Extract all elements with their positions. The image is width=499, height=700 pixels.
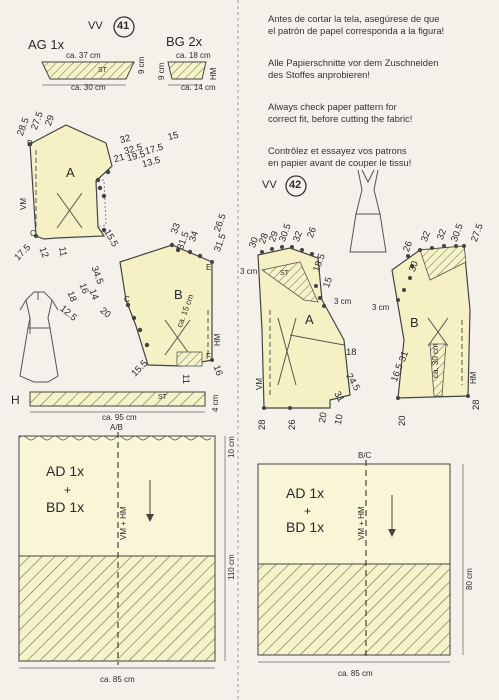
right-a-mark: 10 [333, 413, 346, 426]
ag-piece [41, 61, 135, 80]
bg-top-width: ca. 18 cm [176, 51, 211, 60]
right-a-mark: 3 cm [334, 297, 352, 306]
right-b-mark: 28 [471, 399, 482, 410]
left-skirt-plus: + [64, 483, 72, 497]
model-number-41: 41 [117, 20, 130, 32]
ag-bottom-width: ca. 30 cm [71, 83, 106, 92]
ag-top-width: ca. 37 cm [66, 51, 101, 60]
bg-title: BG 2x [166, 34, 203, 49]
right-b-measure: ca. 30 cm [431, 343, 440, 378]
left-a-mark: 15 [166, 129, 180, 144]
left-skirt-bottom: ca. 85 cm [100, 675, 135, 684]
left-skirt-text1: AD 1x [46, 463, 85, 479]
right-a-mark: 18 [346, 347, 357, 358]
left-skirt-side2: 110 cm [227, 554, 236, 580]
left-a-corner-d: D [27, 139, 33, 148]
right-skirt-marker: B/C [358, 451, 372, 460]
model-prefix-right: VV [262, 179, 277, 191]
bg-hm: HM [209, 67, 218, 80]
h-title: H [11, 393, 20, 407]
instruction-es: Antes de cortar la tela, asegúrese de qu… [268, 13, 445, 36]
left-skirt-marker: A/B [110, 423, 123, 432]
right-skirt-text2: BD 1x [286, 519, 325, 535]
dress-sketch-41 [19, 291, 59, 383]
left-a-corner-c: C [30, 229, 36, 238]
right-a-mark: 3 cm [240, 267, 258, 276]
left-a-vm: VM [19, 198, 28, 210]
left-b-mark: 11 [180, 374, 191, 384]
model-number-42: 42 [289, 179, 302, 191]
model-prefix-left: VV [88, 20, 103, 32]
right-a-mark: ST [280, 270, 289, 277]
right-seam-dots [260, 244, 470, 410]
left-b-corner-c: C [124, 295, 130, 304]
left-b-corner-e: E [206, 263, 212, 272]
model-41-circle [113, 16, 135, 38]
bg-bottom-width: ca. 14 cm [181, 83, 216, 92]
right-b-mark: 20 [397, 415, 408, 426]
bg-piece [167, 61, 207, 80]
left-b-corner-f: F [206, 352, 211, 361]
right-skirt-plus: + [304, 504, 312, 518]
h-height: 4 cm [211, 394, 220, 412]
right-a-mark: 20 [317, 411, 330, 424]
left-b-hm: HM [213, 333, 222, 346]
ag-title: AG 1x [28, 37, 65, 52]
right-b-hm: HM [469, 371, 478, 384]
dress-sketch-42 [349, 169, 387, 253]
right-a-mark: 26 [287, 419, 298, 430]
left-skirt-side1: 10 cm [227, 436, 236, 458]
left-piece-a [29, 124, 113, 240]
right-b-mark: 3 cm [372, 303, 390, 312]
left-skirt-fold: VM + HM [119, 506, 128, 540]
right-skirt-text1: AD 1x [286, 485, 325, 501]
left-piece-b [119, 244, 213, 367]
left-a-mark: 21 [112, 151, 126, 166]
ag-height: 9 cm [137, 56, 146, 74]
left-a-mark: 11 [56, 245, 69, 258]
left-skirt-hatched [18, 555, 216, 662]
right-skirt-hatched [257, 563, 451, 656]
h-st: ST [158, 394, 167, 401]
left-a-label: A [66, 165, 75, 180]
ag-st: ST [98, 67, 107, 74]
right-a-mark: 28 [257, 419, 268, 430]
right-skirt-side: 80 cm [465, 568, 474, 590]
left-skirt-text2: BD 1x [46, 499, 85, 515]
h-width: ca. 95 cm [102, 413, 137, 422]
right-b-label: B [410, 315, 419, 330]
right-a-label: A [305, 312, 314, 327]
right-skirt-bottom: ca. 85 cm [338, 669, 373, 678]
h-strip [29, 391, 206, 407]
model-42-circle [285, 175, 307, 197]
left-b-label: B [174, 287, 183, 302]
left-seam-dots [28, 142, 214, 362]
right-skirt-fold: VM + HM [357, 506, 366, 540]
bg-height: 9 cm [157, 62, 166, 80]
right-a-vm: VM [255, 378, 264, 390]
